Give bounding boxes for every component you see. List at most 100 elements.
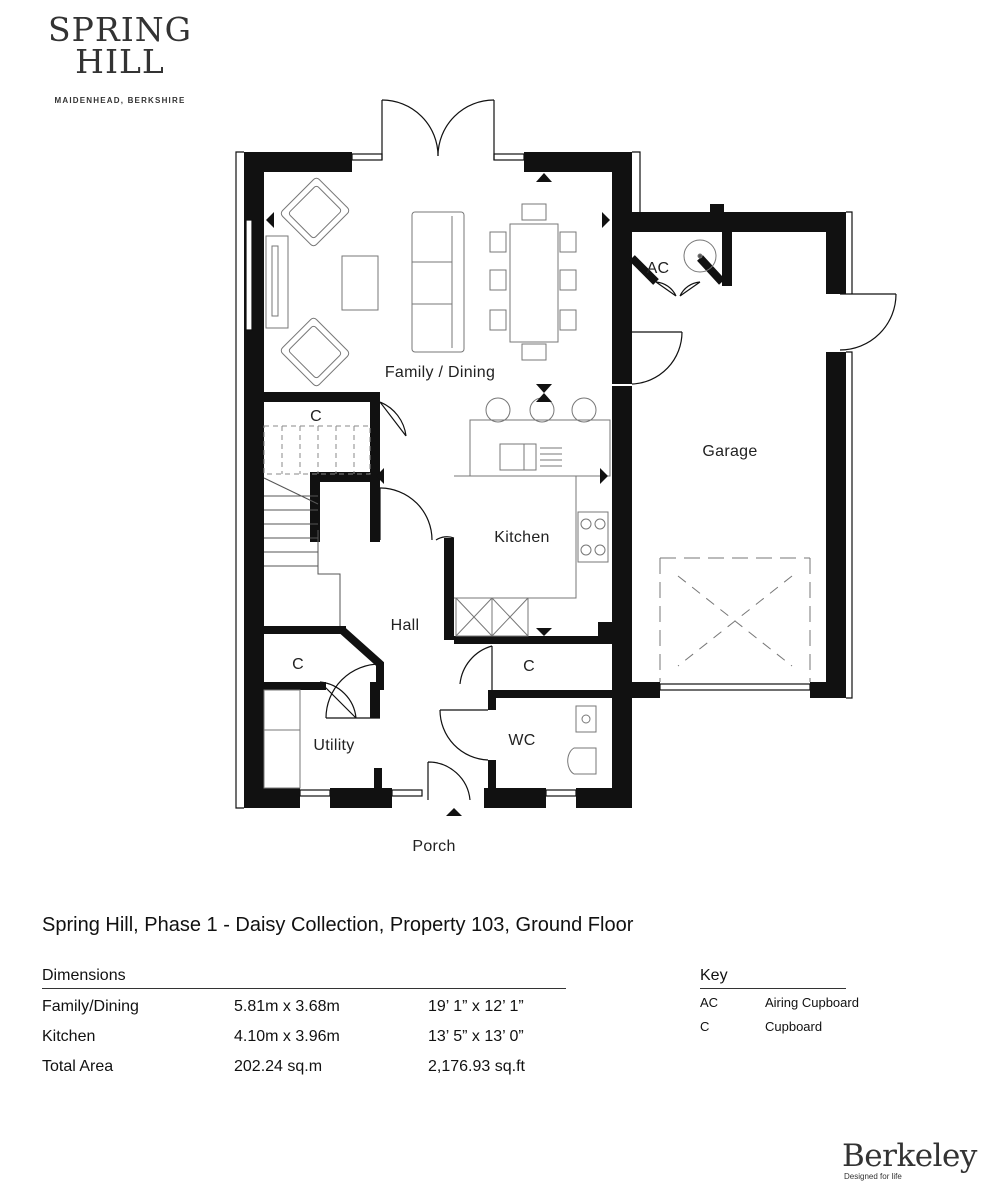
table-row: Kitchen 4.10m x 3.96m 13’ 5” x 13’ 0” (42, 1019, 566, 1049)
table-row: Total Area 202.24 sq.m 2,176.93 sq.ft (42, 1049, 566, 1079)
dining-table (509, 223, 559, 343)
wall-top-right (524, 152, 632, 172)
internal-walls (264, 232, 732, 790)
door-stair-cupboard (379, 401, 407, 437)
label-utility: Utility (313, 737, 354, 754)
wall-stairs-right (370, 392, 380, 542)
window-bottom-porch (391, 789, 423, 797)
room-name: Kitchen (42, 1028, 96, 1045)
metric-size: 5.81m x 3.68m (234, 998, 340, 1015)
door-wc (439, 709, 489, 761)
staircase (263, 425, 371, 626)
plan-caption: Spring Hill, Phase 1 - Daisy Collection,… (42, 914, 634, 936)
developer-logo: Berkeley Designed for life (842, 1138, 977, 1181)
wall-cupboard-c-top (264, 626, 346, 634)
wc-toilet (567, 747, 597, 775)
table-row: Family/Dining 5.81m x 3.68m 19’ 1” x 12’… (42, 989, 566, 1019)
wall-utility-right (370, 682, 380, 718)
garage-door-outline (659, 557, 811, 682)
label-porch: Porch (412, 838, 455, 855)
family-furniture (265, 177, 577, 387)
doors (319, 281, 897, 801)
wall-wc-left (488, 690, 496, 710)
dimensions-heading: Dimensions (42, 967, 566, 989)
wall-kitchen-bottom (454, 636, 632, 644)
development-logo: SPRING HILL MAIDENHEAD, BERKSHIRE (40, 10, 200, 105)
metric-size: 4.10m x 3.96m (234, 1028, 340, 1045)
dimensions-table: Dimensions Family/Dining 5.81m x 3.68m 1… (42, 967, 566, 1079)
armchair-top (280, 177, 350, 247)
marker-center-top (536, 384, 552, 393)
key-meaning: Cupboard (765, 1019, 823, 1034)
window-garage-bottom (659, 683, 811, 691)
label-cupboard-utility: C (292, 656, 304, 673)
wall-wc-top (492, 690, 612, 698)
room-name: Total Area (42, 1058, 114, 1075)
window-bottom-utility (299, 789, 331, 797)
wall-bottom-3 (484, 788, 546, 808)
tv-unit (265, 235, 289, 329)
logo-line-1: SPRING (48, 10, 192, 49)
exterior-walls (244, 152, 846, 808)
door-utility (325, 663, 381, 719)
hot-water-cylinder (683, 239, 717, 273)
imperial-size: 13’ 5” x 13’ 0” (428, 1028, 524, 1045)
wall-garage-kitchen (598, 622, 612, 640)
label-garage: Garage (702, 443, 757, 460)
room-name: Family/Dining (42, 998, 139, 1015)
metric-size: 202.24 sq.m (234, 1058, 323, 1075)
wall-utility-top (264, 682, 326, 690)
key-abbreviation: AC (700, 995, 719, 1010)
key-abbreviation: C (700, 1019, 710, 1034)
tv (271, 245, 279, 317)
label-family-dining: Family / Dining (385, 364, 495, 381)
utility-wc-fittings (263, 689, 597, 789)
wall-hall-left (310, 472, 380, 482)
label-hall: Hall (391, 617, 420, 634)
brand-tagline: Designed for life (844, 1172, 902, 1181)
floor-plan: Family / Dining Kitchen Hall Utility WC … (235, 99, 897, 855)
garage-wall-right-lower (826, 352, 846, 698)
hob (577, 511, 609, 563)
garage-wall-right-upper (826, 212, 846, 294)
door-garage-internal (631, 331, 683, 385)
utility-units (263, 689, 301, 789)
garage-flue (710, 204, 724, 214)
garage-wall-bottom-right (810, 682, 846, 698)
wall-hall-left-v (310, 472, 320, 542)
coffee-table (341, 255, 379, 311)
key-meaning: Airing Cupboard (765, 995, 859, 1010)
label-cupboard-hall: C (523, 658, 535, 675)
garage-wall-top (612, 212, 846, 232)
wall-bottom-4 (576, 788, 632, 808)
sofa (411, 211, 465, 353)
marker-porch (446, 808, 462, 816)
logo-location: MAIDENHEAD, BERKSHIRE (54, 96, 186, 105)
wall-utility-right-lower (374, 768, 382, 790)
marker-right-family (602, 212, 610, 228)
marker-kitchen-right (600, 468, 608, 484)
wall-ac-right (722, 232, 732, 286)
door-ac-left (655, 281, 677, 297)
marker-center-bottom (536, 393, 552, 402)
marker-kitchen-bottom (536, 628, 552, 636)
sink (499, 443, 537, 471)
marker-top (536, 173, 552, 182)
door-garage-side (839, 293, 897, 351)
wall-top-left (244, 152, 352, 172)
window-left-top (351, 153, 383, 161)
wall-bottom-1 (244, 788, 300, 808)
wall-bottom-2 (330, 788, 392, 808)
armchair-bottom (280, 317, 350, 387)
list-item: C Cupboard (700, 1013, 846, 1037)
garage-fittings (659, 239, 811, 682)
door-hall-family (379, 487, 433, 541)
window-right-top (493, 153, 525, 161)
garage-wall-bottom-left (612, 682, 660, 698)
door-kitchen (435, 536, 455, 541)
wall-right-upper (612, 152, 632, 384)
marker-left-family (266, 212, 274, 228)
door-cupboard-c (319, 681, 357, 719)
list-item: AC Airing Cupboard (700, 989, 859, 1013)
key-table: Key AC Airing Cupboard C Cupboard (700, 967, 859, 1037)
